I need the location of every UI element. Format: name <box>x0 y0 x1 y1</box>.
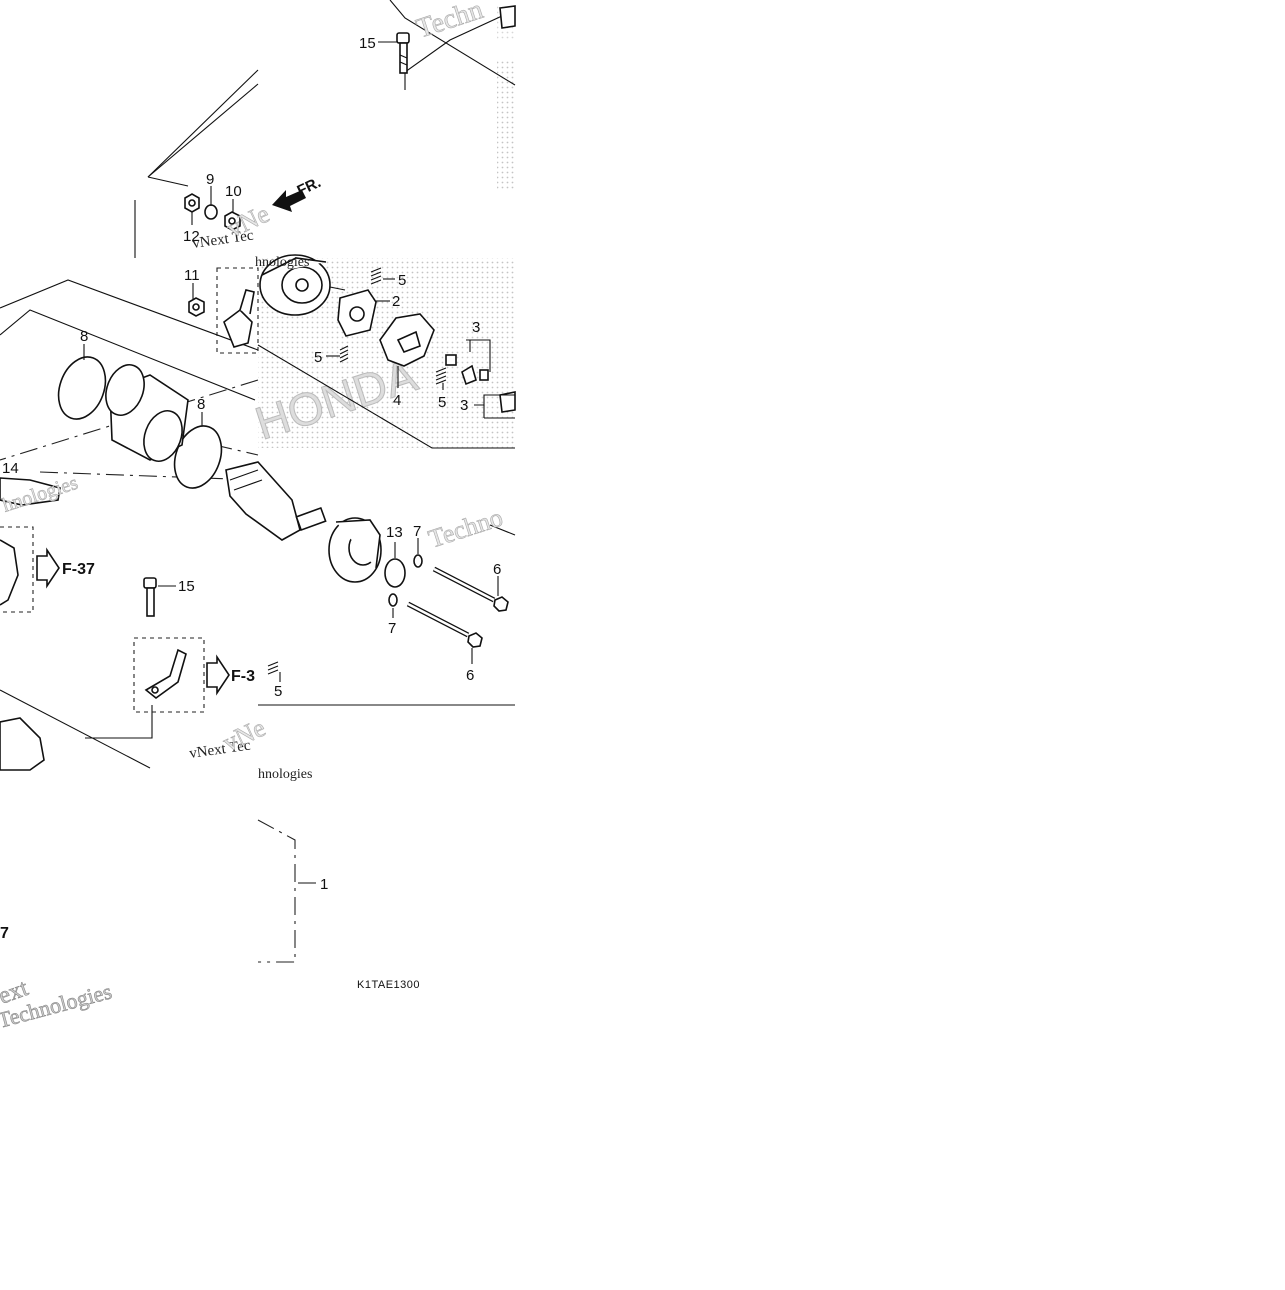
label-8-left: 8 <box>80 328 88 345</box>
label-6-b: 6 <box>466 667 474 684</box>
front-direction-arrow-icon <box>272 190 306 212</box>
terminal-boot <box>223 289 255 348</box>
dashed-detail-boxes <box>0 267 259 713</box>
ref-f37: F-37 <box>62 561 95 578</box>
label-6-a: 6 <box>493 561 501 578</box>
label-8-right: 8 <box>197 396 205 413</box>
holder-pin <box>329 286 346 291</box>
dotted-logo-watermark: HONDA <box>249 5 515 450</box>
brush-holder-2 <box>337 289 377 337</box>
label-7-a: 7 <box>413 523 421 540</box>
nut-12 <box>184 193 200 213</box>
label-14: 14 <box>2 460 19 477</box>
top-right-part <box>499 5 516 29</box>
terminal-parts-3-b <box>499 391 516 413</box>
cable-clamp <box>144 648 187 700</box>
o-ring-8-left <box>57 356 107 420</box>
label-5-d: 5 <box>274 683 282 700</box>
label-5-c: 5 <box>438 394 446 411</box>
through-bolt-6-b <box>406 601 483 648</box>
spring-5-a <box>370 267 382 285</box>
washer-7-b <box>388 593 398 607</box>
spring-5-c <box>435 367 447 385</box>
brush-4 <box>379 313 435 367</box>
ref-arrow-f3-icon <box>206 654 230 696</box>
svg-text:Techno: Techno <box>425 503 506 554</box>
svg-text:Techn: Techn <box>413 0 487 45</box>
label-1: 1 <box>320 876 328 893</box>
spring-5-d <box>267 661 279 675</box>
left-partial-parts <box>0 477 61 771</box>
ref-arrow-f37-icon <box>36 547 60 589</box>
svg-text:hnologies: hnologies <box>255 255 309 270</box>
spring-5-b <box>339 345 349 363</box>
o-ring-13 <box>384 558 406 588</box>
leader-lines <box>83 41 515 884</box>
label-4: 4 <box>393 392 401 409</box>
front-cover <box>328 517 382 583</box>
label-15-lower: 15 <box>178 578 195 595</box>
front-direction-label: FR. <box>295 174 324 200</box>
armature <box>225 461 327 541</box>
label-5-b: 5 <box>314 349 322 366</box>
label-10: 10 <box>225 183 242 200</box>
label-2: 2 <box>392 293 400 310</box>
through-bolt-6-a <box>432 566 509 612</box>
drawing-code: K1TAE1300 <box>357 979 420 991</box>
nut-11 <box>188 297 205 317</box>
frame-lines <box>0 0 516 963</box>
svg-text:hnologies: hnologies <box>258 767 312 782</box>
label-7-b: 7 <box>388 620 396 637</box>
label-11: 11 <box>184 267 200 284</box>
label-12: 12 <box>183 228 200 245</box>
label-3-b: 3 <box>460 397 468 414</box>
label-3-a: 3 <box>472 319 480 336</box>
label-15-top: 15 <box>359 35 376 52</box>
label-13: 13 <box>386 524 403 541</box>
part-number-labels: 15 9 10 12 11 5 2 3 5 4 5 3 8 8 14 13 7 … <box>2 35 501 893</box>
bolt-15-lower <box>143 577 157 617</box>
rear-cover <box>259 254 331 316</box>
o-ring-8-right <box>173 425 223 489</box>
terminal-parts-3-a <box>445 354 489 386</box>
label-5-a: 5 <box>398 272 406 289</box>
motor-yoke <box>105 364 189 462</box>
washer-7-a <box>413 554 423 568</box>
washer-9 <box>204 204 218 220</box>
label-9: 9 <box>206 171 214 188</box>
ref-f37-partial: 7 <box>0 925 9 942</box>
ref-f3: F-3 <box>231 668 255 685</box>
nut-10 <box>224 211 241 231</box>
bolt-15-top <box>396 32 410 74</box>
